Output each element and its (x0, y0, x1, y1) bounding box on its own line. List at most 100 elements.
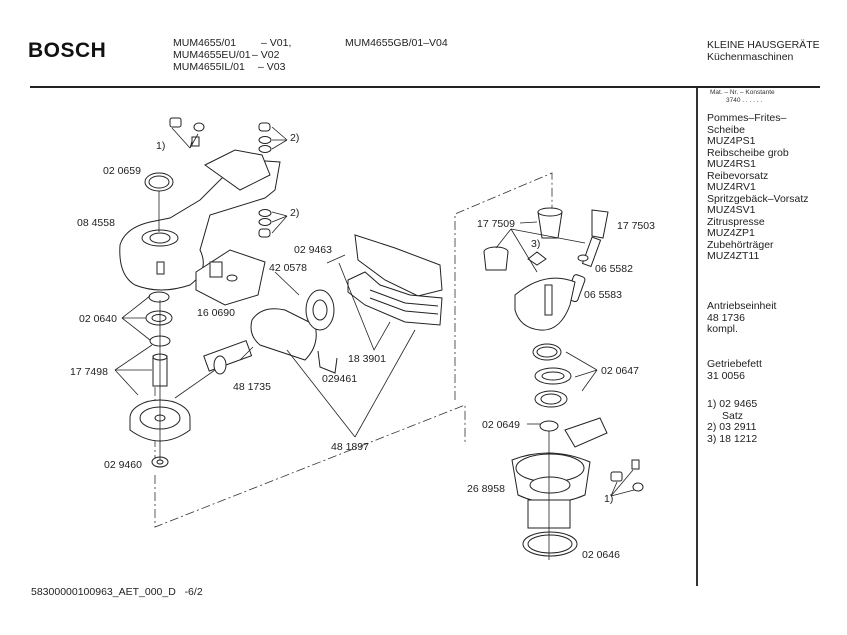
grease-line: Getriebefett (707, 358, 762, 370)
brush-holder-part (169, 117, 182, 128)
armature-part (174, 308, 317, 399)
footnote-marker-2: 2) (290, 207, 300, 219)
accessory-item: MUZ4RS1 (707, 158, 757, 170)
bearing-bush-part (539, 420, 559, 432)
model-code: MUM4655EU/01 (173, 49, 251, 61)
upper-pinion-part (537, 207, 563, 239)
document-id: 58300000100963_AET_000_D (31, 586, 176, 598)
part-label-177503[interactable]: 17 7503 (617, 220, 655, 232)
pin-part (326, 254, 346, 264)
accessory-item: Scheibe (707, 123, 745, 136)
page-number: -6/2 (184, 586, 203, 598)
footnote-marker-1: 1) (604, 493, 614, 505)
part-label-268958[interactable]: 26 8958 (467, 483, 505, 495)
part-label-029460[interactable]: 02 9460 (104, 459, 142, 471)
accessory-item: MUZ4PS1 (707, 135, 756, 147)
part-label-420578[interactable]: 42 0578 (269, 262, 307, 274)
gear-carrier-part (514, 277, 576, 331)
part-label-481897[interactable]: 48 1897 (331, 441, 369, 453)
leader-lines (114, 126, 635, 497)
model-variant: – V01, (261, 37, 292, 49)
model-line-2: MUM4655EU/01– V02 (173, 49, 291, 61)
grease-info: Getriebefett 31 0056 (707, 358, 762, 382)
accessory-item: Zitruspresse (707, 215, 765, 228)
accessory-item: MUZ4SV1 (707, 204, 756, 216)
model-code: MUM4655IL/01 (173, 61, 245, 73)
spring-clip-part (193, 122, 205, 132)
brush-part (631, 459, 640, 470)
model-variant: – V02 (252, 49, 280, 61)
model-variant: – V03 (258, 61, 286, 73)
drive-unit-line: 48 1736 (707, 311, 745, 324)
part-label-020647[interactable]: 02 0647 (601, 365, 639, 377)
sidebar-divider (696, 88, 698, 586)
gearbox-housing-part (511, 452, 591, 529)
footnote-marker-2: 2) (290, 132, 300, 144)
model-line-1: MUM4655/01– V01, (173, 37, 291, 49)
part-label-020646[interactable]: 02 0646 (582, 549, 620, 561)
part-label-020640[interactable]: 02 0640 (79, 313, 117, 325)
model-line-3: MUM4655IL/01 – V03 (173, 61, 291, 73)
category-subtitle: Küchenmaschinen (707, 51, 794, 63)
grease-line: 31 0056 (707, 369, 745, 382)
footnote: Satz (722, 409, 744, 422)
exploded-view-diagram (114, 117, 644, 560)
motor-housing-part (119, 149, 281, 291)
spring-clip-part (632, 482, 644, 492)
drive-unit-line: Antriebseinheit (707, 300, 777, 312)
part-label-065582[interactable]: 06 5582 (595, 263, 633, 275)
footnote: 1) 02 9465 (707, 398, 758, 410)
category-title: KLEINE HAUSGERÄTE (707, 39, 820, 51)
part-label-029461[interactable]: 029461 (322, 373, 358, 385)
part-label-183901[interactable]: 18 3901 (348, 353, 386, 365)
commutator-part (305, 289, 335, 331)
part-label-020649[interactable]: 02 0649 (482, 419, 520, 431)
bush-washer-part (258, 145, 272, 153)
shim-part (527, 251, 547, 266)
field-coil-part (347, 234, 443, 326)
bush-washer-part (258, 218, 272, 226)
footnotes: 1) 02 9465 Satz 2) 03 2911 3) 18 1212 (707, 398, 758, 445)
header-divider (30, 86, 820, 88)
model-list: MUM4655/01– V01, MUM4655EU/01– V02 MUM46… (173, 37, 291, 73)
mat-value: 3740 . . . . . . (726, 97, 763, 104)
drive-unit-info: Antriebseinheit 48 1736 kompl. (707, 300, 777, 336)
washer-part (148, 291, 170, 303)
part-label-084558[interactable]: 08 4558 (77, 217, 115, 229)
accessory-item: Reibscheibe grob (707, 146, 789, 159)
footnote: 3) 18 1212 (707, 432, 758, 445)
footnote: 2) 03 2911 (707, 421, 757, 433)
spacer-part (577, 254, 589, 262)
bush-part (258, 122, 271, 132)
accessory-item: Pommes–Frites– (707, 112, 787, 124)
category: KLEINE HAUSGERÄTE Küchenmaschinen (707, 39, 820, 63)
part-label-020659[interactable]: 02 0659 (103, 165, 141, 177)
bush-washer-part (258, 136, 272, 144)
part-label-177498[interactable]: 17 7498 (70, 366, 108, 378)
model-gb: MUM4655GB/01–V04 (345, 37, 448, 49)
document-footer: 58300000100963_AET_000_D -6/2 (31, 586, 203, 598)
assembly-line (154, 404, 466, 528)
part-label-481735[interactable]: 48 1735 (233, 381, 271, 393)
mat-label: Mat. – Nr. – Konstante (710, 89, 775, 96)
material-number: Mat. – Nr. – Konstante 3740 . . . . . . (710, 89, 775, 105)
brush-holder-part (610, 471, 623, 482)
footnote-marker-1: 1) (156, 140, 166, 152)
accessory-item: MUZ4ZP1 (707, 227, 755, 239)
drive-unit-line: kompl. (707, 323, 738, 335)
accessory-item: Reibevorsatz (707, 169, 769, 182)
brand-logo: BOSCH (28, 39, 107, 62)
accessory-item: Spritzgebäck–Vorsatz (707, 192, 809, 205)
part-label-160690[interactable]: 16 0690 (197, 307, 235, 319)
mounting-plate-part (564, 417, 608, 448)
accessory-item: MUZ4RV1 (707, 181, 756, 193)
bush-washer-part (258, 209, 272, 217)
accessory-item: MUZ4ZT11 (707, 250, 760, 262)
bracket-part (317, 350, 338, 374)
assembly-line (454, 172, 553, 400)
part-label-029463[interactable]: 02 9463 (294, 244, 332, 256)
bush-part (258, 228, 271, 238)
seal-ring-inner (148, 175, 170, 189)
part-label-177509[interactable]: 17 7509 (477, 218, 515, 230)
part-label-065583[interactable]: 06 5583 (584, 289, 622, 301)
